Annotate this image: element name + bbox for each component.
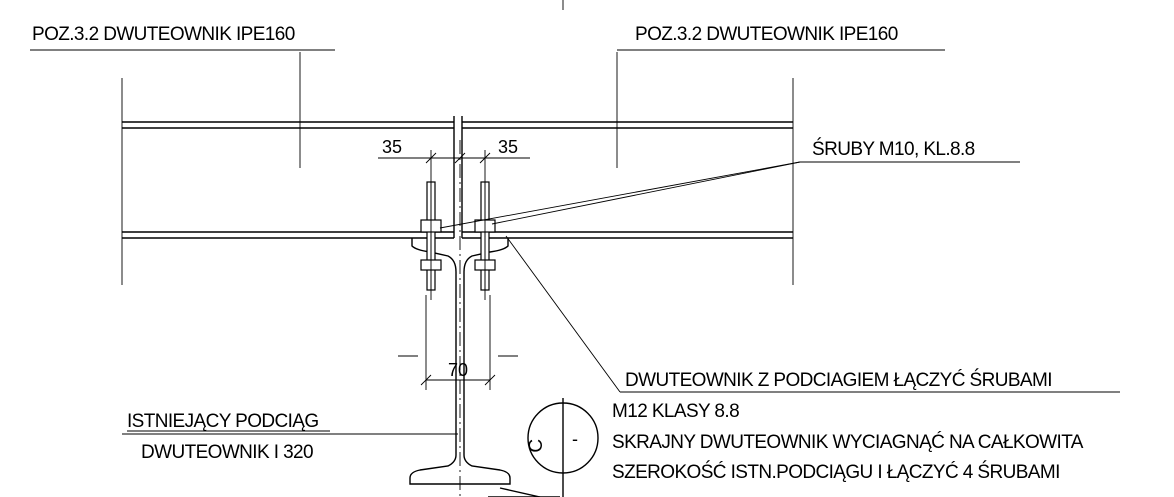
left-beam [121, 52, 455, 285]
dim-70: 70 [448, 360, 468, 380]
section-sheet: - [572, 429, 578, 449]
existing-girder-label-1: ISTNIEJĄCY PODCIĄG [127, 411, 319, 432]
leader-lines [30, 49, 1120, 435]
dim-right-35: 35 [498, 137, 518, 157]
note-line-4: SZEROKOŚĆ ISTN.PODCIĄGU I ŁĄCZYĆ 4 ŚRUBA… [612, 461, 1060, 483]
beam-right-label: POZ.3.2 DWUTEOWNIK IPE160 [635, 24, 898, 45]
dimension-lines [378, 150, 530, 390]
section-letter: C [526, 439, 547, 452]
right-beam [461, 52, 794, 285]
note-line-2: M12 KLASY 8.8 [612, 401, 739, 422]
beam-left-label: POZ.3.2 DWUTEOWNIK IPE160 [32, 24, 295, 45]
bolts-label: ŚRUBY M10, KL.8.8 [812, 138, 975, 160]
section-marker: C - [488, 398, 599, 497]
note-line-3: SKRAJNY DWUTEOWNIK WYCIAGNĄĆ NA CAŁKOWIT… [612, 431, 1084, 453]
note-line-1: DWUTEOWNIK Z PODCIAGIEM ŁĄCZYĆ ŚRUBAMI [625, 369, 1052, 391]
dim-left-35: 35 [382, 137, 402, 157]
existing-girder-label-2: DWUTEOWNIK I 320 [141, 442, 313, 463]
existing-girder-section [409, 140, 511, 497]
